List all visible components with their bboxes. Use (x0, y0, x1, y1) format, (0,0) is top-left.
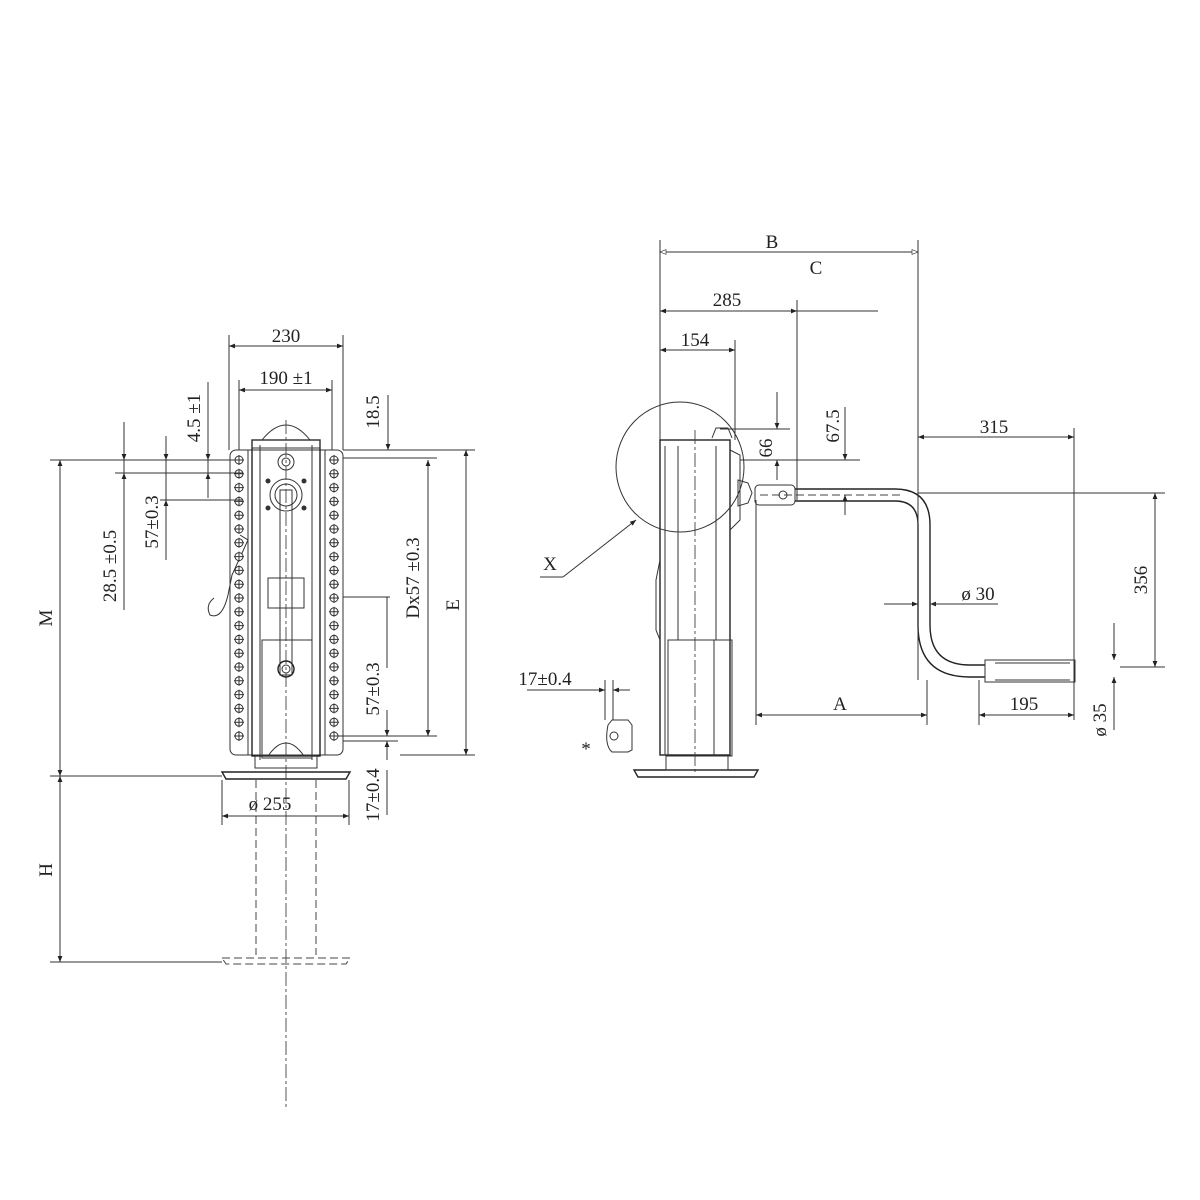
dim-57-top: 57±0.3 (142, 495, 163, 548)
dim-17-side: 17±0.4 (518, 669, 572, 690)
dim-57-bottom: 57±0.3 (363, 662, 384, 715)
side-view-dimensions: B C 285 154 66 67.5 315 356 ø 30 ø 35 19… (518, 232, 1165, 760)
front-view-dimensions: 230 190 ±1 4.5 ±1 18.5 28.5 ±0.5 57±0.3 … (36, 326, 475, 963)
dim-67-5: 67.5 (823, 409, 844, 442)
dim-154: 154 (681, 330, 710, 351)
dim-190: 190 ±1 (259, 368, 312, 389)
side-view (606, 401, 1076, 778)
dim-28-5: 28.5 ±0.5 (100, 530, 121, 602)
dim-285: 285 (713, 290, 742, 311)
dim-M: M (36, 609, 57, 626)
dim-356: 356 (1131, 566, 1152, 595)
dim-230: 230 (272, 326, 301, 347)
detail-marker-X: X (543, 554, 557, 575)
front-view (207, 420, 352, 1110)
dim-18-5: 18.5 (363, 395, 384, 428)
dim-A: A (833, 694, 847, 715)
dim-B: B (766, 232, 779, 253)
dim-17-front: 17±0.4 (363, 768, 384, 822)
dim-H: H (36, 863, 57, 877)
dim-crank-diameter: ø 30 (961, 584, 994, 605)
dim-Dx57: Dx57 ±0.3 (403, 537, 424, 618)
dim-handle-diameter: ø 35 (1090, 703, 1111, 736)
dim-66: 66 (756, 439, 777, 458)
dim-foot-diameter: ø 255 (249, 794, 292, 815)
hole-pattern (234, 455, 339, 741)
dim-195: 195 (1010, 694, 1039, 715)
dim-E: E (443, 599, 464, 611)
note-marker-asterisk: * (581, 739, 591, 760)
dim-C: C (810, 258, 823, 279)
dim-315: 315 (980, 417, 1009, 438)
dim-4-5: 4.5 ±1 (184, 394, 205, 442)
